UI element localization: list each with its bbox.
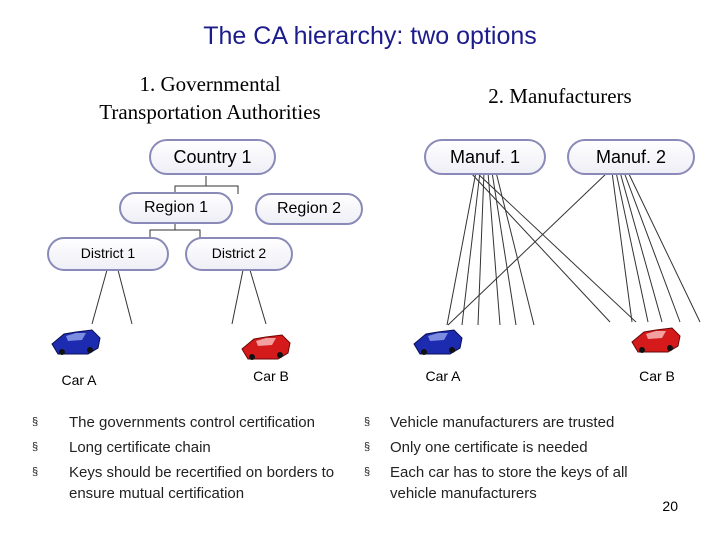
car-a-label-right: Car A bbox=[425, 368, 461, 384]
option1-connectors bbox=[91, 176, 267, 325]
option1-bullet-1-text: The governments control certification bbox=[69, 414, 315, 431]
option1-heading-line2: Transportation Authorities bbox=[99, 100, 321, 124]
car-b-label-right: Car B bbox=[639, 368, 675, 384]
node-region-2 bbox=[255, 193, 363, 225]
node-district-1 bbox=[47, 237, 169, 271]
node-country-1-shape bbox=[149, 139, 276, 175]
node-district-2-label: District 2 bbox=[211, 245, 267, 261]
option2-bullet-3-text: Each car has to store the keys of all bbox=[390, 464, 628, 481]
node-manuf-1-label: Manuf. 1 bbox=[449, 147, 521, 167]
node-manuf-2-shape bbox=[567, 139, 695, 175]
node-country-1 bbox=[149, 139, 276, 175]
node-manuf-2 bbox=[567, 139, 695, 175]
option1-bullet-2-text: Long certificate chain bbox=[69, 439, 211, 456]
node-manuf-1 bbox=[424, 139, 546, 175]
car-b-label-left: Car B bbox=[253, 368, 289, 384]
bullet-icon: § bbox=[32, 441, 39, 453]
bullet-icon: § bbox=[364, 441, 371, 453]
car-b-red-icon-right bbox=[631, 327, 681, 353]
page-number: 20 bbox=[662, 498, 678, 514]
car-a-blue-icon-left bbox=[51, 329, 101, 355]
option1-bullet-3-text-cont: ensure mutual certification bbox=[69, 485, 245, 502]
node-region-1 bbox=[119, 192, 233, 224]
node-region-1-shape bbox=[119, 192, 233, 224]
car-a-blue-icon-right bbox=[413, 329, 463, 355]
option2-connectors bbox=[446, 171, 701, 326]
bullet-icon: § bbox=[32, 416, 39, 428]
node-manuf-1-shape bbox=[424, 139, 546, 175]
bullet-icon: § bbox=[364, 466, 371, 478]
bullet-icon: § bbox=[32, 466, 39, 478]
option2-bullet-3-text-cont: vehicle manufacturers bbox=[390, 485, 537, 502]
car-a-label-left: Car A bbox=[61, 372, 97, 388]
node-region-2-shape bbox=[255, 193, 363, 225]
car-b-red-icon-left bbox=[241, 334, 291, 360]
option2-bullet-1-text: Vehicle manufacturers are trusted bbox=[390, 414, 615, 431]
node-district-1-shape bbox=[47, 237, 169, 271]
node-district-2-shape bbox=[185, 237, 293, 271]
node-district-1-label: District 1 bbox=[80, 245, 136, 261]
node-region-2-label: Region 2 bbox=[276, 200, 342, 217]
option1-heading-line1: 1. Governmental bbox=[139, 72, 281, 96]
option1-bullet-3-text: Keys should be recertified on borders to bbox=[69, 464, 335, 481]
node-district-2 bbox=[185, 237, 293, 271]
option1-heading: 1. Governmental Transportation Authoriti… bbox=[60, 70, 360, 126]
node-country-1-label: Country 1 bbox=[173, 147, 252, 167]
option2-heading: 2. Manufacturers bbox=[488, 84, 632, 108]
node-manuf-2-label: Manuf. 2 bbox=[595, 147, 667, 167]
node-region-1-label: Region 1 bbox=[143, 199, 209, 216]
bullet-icon: § bbox=[364, 416, 371, 428]
option2-bullet-2-text: Only one certificate is needed bbox=[390, 439, 588, 456]
slide-title: The CA hierarchy: two options bbox=[203, 22, 537, 50]
